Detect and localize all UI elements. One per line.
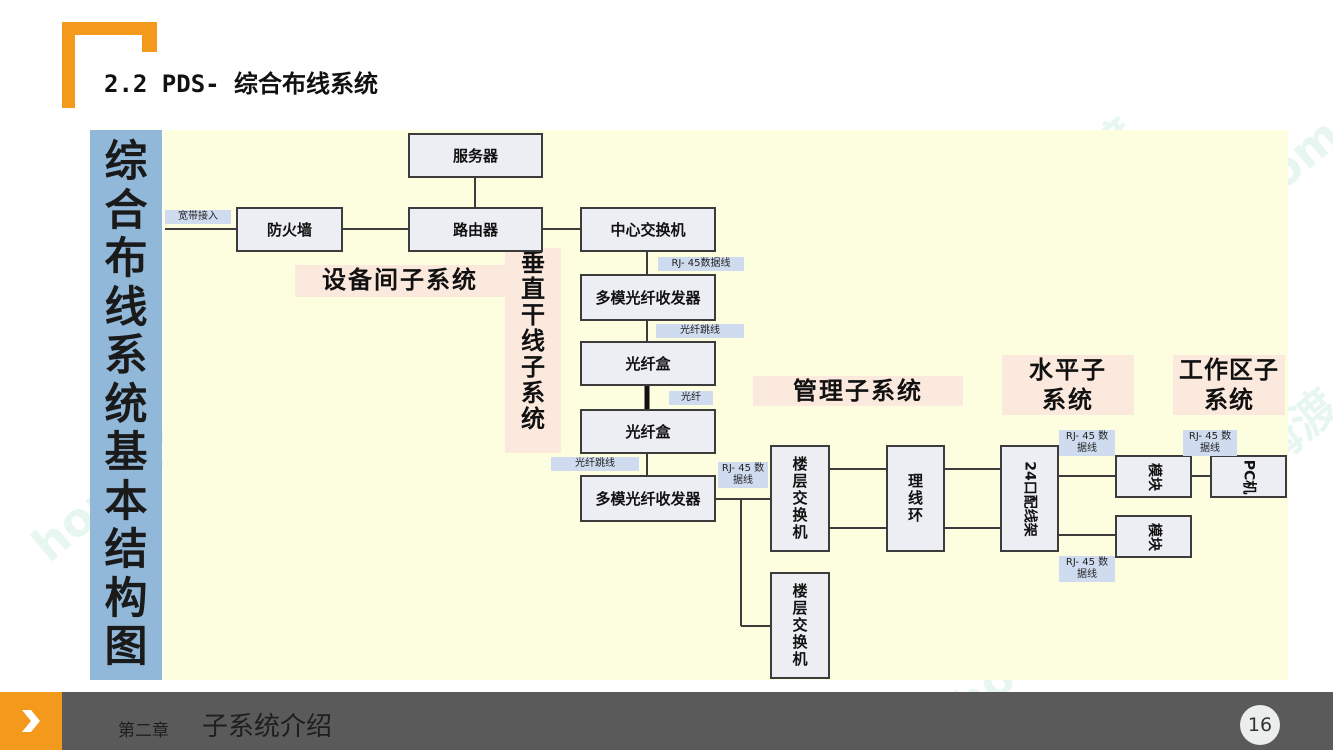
label-management-subsystem: 管理子系统: [753, 376, 963, 406]
server-node: 服务器: [408, 133, 543, 178]
page-number: 16: [1240, 705, 1280, 745]
tag-fiber-jumper-1: 光纤跳线: [656, 324, 744, 338]
label-equipment-room: 设备间子系统: [295, 265, 505, 297]
side-title: 综合布线系统基本结构图: [104, 137, 148, 672]
module-2-node: 模块: [1115, 515, 1192, 558]
label-vertical-subsystem: 垂直干线子系统: [505, 248, 561, 453]
floor-switch-1-label: 楼层交换机: [792, 455, 808, 541]
tag-rj45-4: RJ- 45 数据线: [1183, 430, 1237, 456]
pc-node: PC机: [1210, 455, 1287, 498]
footer-tab: [0, 692, 62, 750]
cable-management-label: 理线环: [907, 472, 923, 524]
floor-switch-1-node: 楼层交换机: [770, 445, 830, 552]
title-bracket: [62, 22, 142, 108]
tag-rj45-2: RJ- 45 数据线: [718, 462, 768, 488]
floor-switch-2-node: 楼层交换机: [770, 572, 830, 679]
tag-broadband: 宽带接入: [165, 210, 231, 224]
pc-label: PC机: [1240, 459, 1257, 494]
module-1-label: 模块: [1145, 462, 1162, 491]
footer-bar: [0, 692, 1333, 750]
floor-switch-2-label: 楼层交换机: [792, 582, 808, 668]
tag-rj45-5: RJ- 45 数据线: [1059, 556, 1115, 582]
footer-chapter: 第二章: [118, 721, 169, 741]
tag-fiber: 光纤: [669, 391, 713, 405]
core-switch-node: 中心交换机: [580, 207, 716, 252]
cable-management-node: 理线环: [886, 445, 945, 552]
patch-panel-node: 24口配线架: [1000, 445, 1059, 552]
label-horizontal-subsystem: 水平子系统: [1002, 355, 1134, 415]
chevron-right-icon: [22, 710, 40, 732]
transceiver-top-node: 多模光纤收发器: [580, 274, 716, 321]
label-work-area-subsystem: 工作区子系统: [1173, 355, 1285, 415]
fiber-box-top-node: 光纤盒: [580, 341, 716, 386]
footer-section-title: 子系统介绍: [202, 712, 333, 742]
module-2-label: 模块: [1145, 522, 1162, 551]
tag-fiber-jumper-2: 光纤跳线: [551, 457, 639, 471]
transceiver-bottom-node: 多模光纤收发器: [580, 475, 716, 522]
tag-rj45-3: RJ- 45 数据线: [1059, 430, 1115, 456]
tag-rj45-1: RJ- 45数据线: [658, 257, 744, 271]
patch-panel-label: 24口配线架: [1021, 460, 1038, 537]
title-bracket-cap: [142, 22, 157, 52]
module-1-node: 模块: [1115, 455, 1192, 498]
side-panel: 综合布线系统基本结构图: [90, 130, 162, 680]
fiber-box-bottom-node: 光纤盒: [580, 409, 716, 454]
router-node: 路由器: [408, 207, 543, 252]
firewall-node: 防火墙: [236, 207, 343, 252]
slide-title: 2.2 PDS- 综合布线系统: [104, 70, 379, 98]
